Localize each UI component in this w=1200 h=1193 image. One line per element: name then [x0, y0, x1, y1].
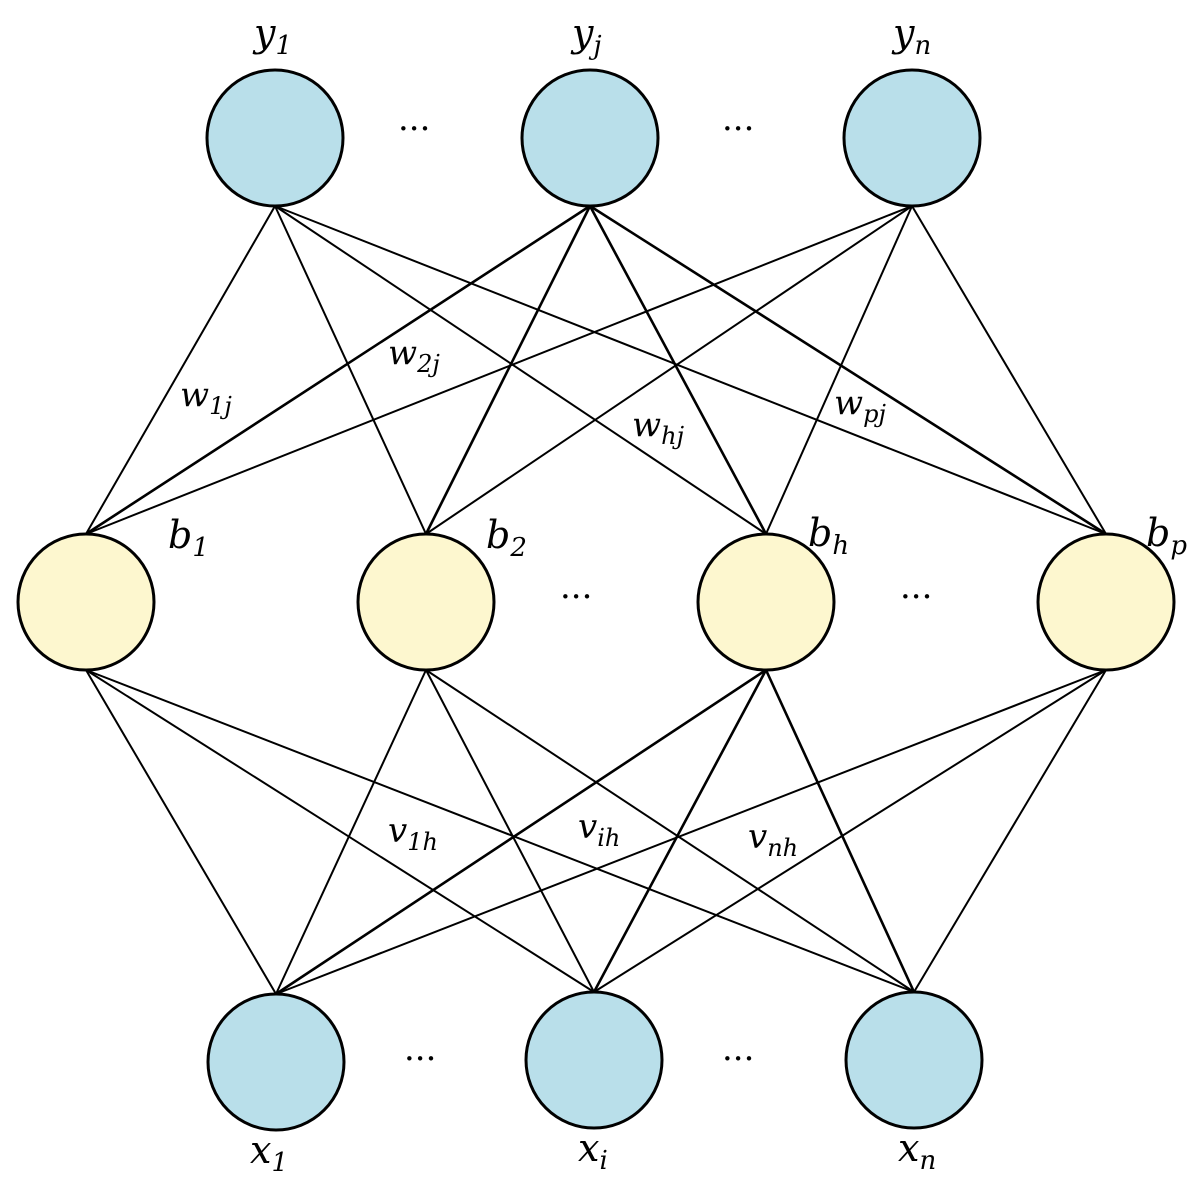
ellipsis-hidden-1: ···: [560, 577, 592, 617]
edge-input-2-to-hidden-2: [764, 669, 916, 993]
edge-input-0-to-hidden-0: [85, 669, 277, 995]
input-label-1: x1: [250, 1128, 288, 1178]
ellipsis-hidden-2: ···: [900, 577, 932, 617]
hidden-node-2: [356, 532, 496, 672]
neuron-nodes: [16, 68, 1176, 1132]
hidden-label-p: bp: [1146, 511, 1187, 561]
hidden-node-h: [696, 532, 836, 672]
input-label-i: xi: [578, 1126, 608, 1176]
edge-hidden-2-to-output-0: [274, 205, 767, 535]
ellipsis-output-1: ···: [398, 109, 430, 149]
edge-input-1-to-hidden-0: [85, 669, 595, 993]
hidden-node-p: [1036, 532, 1176, 672]
edge-input-0-to-hidden-3: [275, 669, 1107, 995]
edge-input-2-to-hidden-0: [85, 669, 915, 993]
edge-hidden-1-to-output-2: [425, 205, 913, 535]
input-node-i: [524, 990, 664, 1130]
output-label-n: yn: [891, 11, 931, 61]
edge-input-0-to-hidden-2: [275, 668, 767, 996]
edge-hidden-2-to-output-1: [588, 205, 768, 535]
output-node-j: [520, 68, 660, 208]
hidden-node-1: [16, 532, 156, 672]
ellipsis-input-2: ···: [722, 1039, 754, 1079]
edge-input-2-to-hidden-3: [913, 669, 1107, 993]
hidden-label-1: b1: [168, 513, 209, 563]
weight-label-w1j: w1j: [180, 375, 232, 420]
weight-label-vnh: vnh: [748, 817, 798, 862]
edge-hidden-1-to-output-0: [274, 205, 427, 535]
input-node-1: [206, 992, 346, 1132]
edge-input-1-to-hidden-2: [592, 669, 768, 993]
edge-hidden-3-to-output-1: [589, 204, 1107, 536]
output-label-j: yj: [570, 11, 602, 61]
ellipsis-output-2: ···: [722, 109, 754, 149]
weight-label-vih: vih: [578, 807, 620, 852]
output-node-1: [205, 68, 345, 208]
edge-hidden-0-to-output-1: [85, 204, 591, 536]
input-node-n: [844, 990, 984, 1130]
weight-label-v1h: v1h: [388, 811, 438, 856]
edge-input-2-to-hidden-1: [425, 669, 915, 993]
edge-hidden-1-to-output-1: [424, 205, 592, 535]
ellipsis-input-1: ···: [404, 1039, 436, 1079]
edge-hidden-2-to-output-2: [765, 205, 913, 535]
output-node-n: [842, 68, 982, 208]
hidden-label-h: bh: [808, 511, 849, 561]
edge-hidden-3-to-output-0: [274, 205, 1107, 535]
edge-input-1-to-hidden-1: [425, 669, 595, 993]
edge-hidden-3-to-output-2: [911, 205, 1107, 535]
weight-label-w2j: w2j: [388, 333, 440, 378]
hidden-label-2: b2: [486, 513, 527, 563]
connection-lines: [85, 204, 1107, 996]
output-label-1: y1: [252, 11, 292, 61]
edge-input-1-to-hidden-3: [593, 669, 1107, 993]
edge-input-0-to-hidden-1: [275, 669, 427, 995]
weight-label-whj: whj: [632, 405, 685, 450]
weight-label-wpj: wpj: [834, 383, 886, 428]
input-label-n: xn: [898, 1126, 936, 1176]
edge-hidden-0-to-output-0: [85, 205, 276, 535]
edge-hidden-0-to-output-2: [85, 205, 913, 535]
